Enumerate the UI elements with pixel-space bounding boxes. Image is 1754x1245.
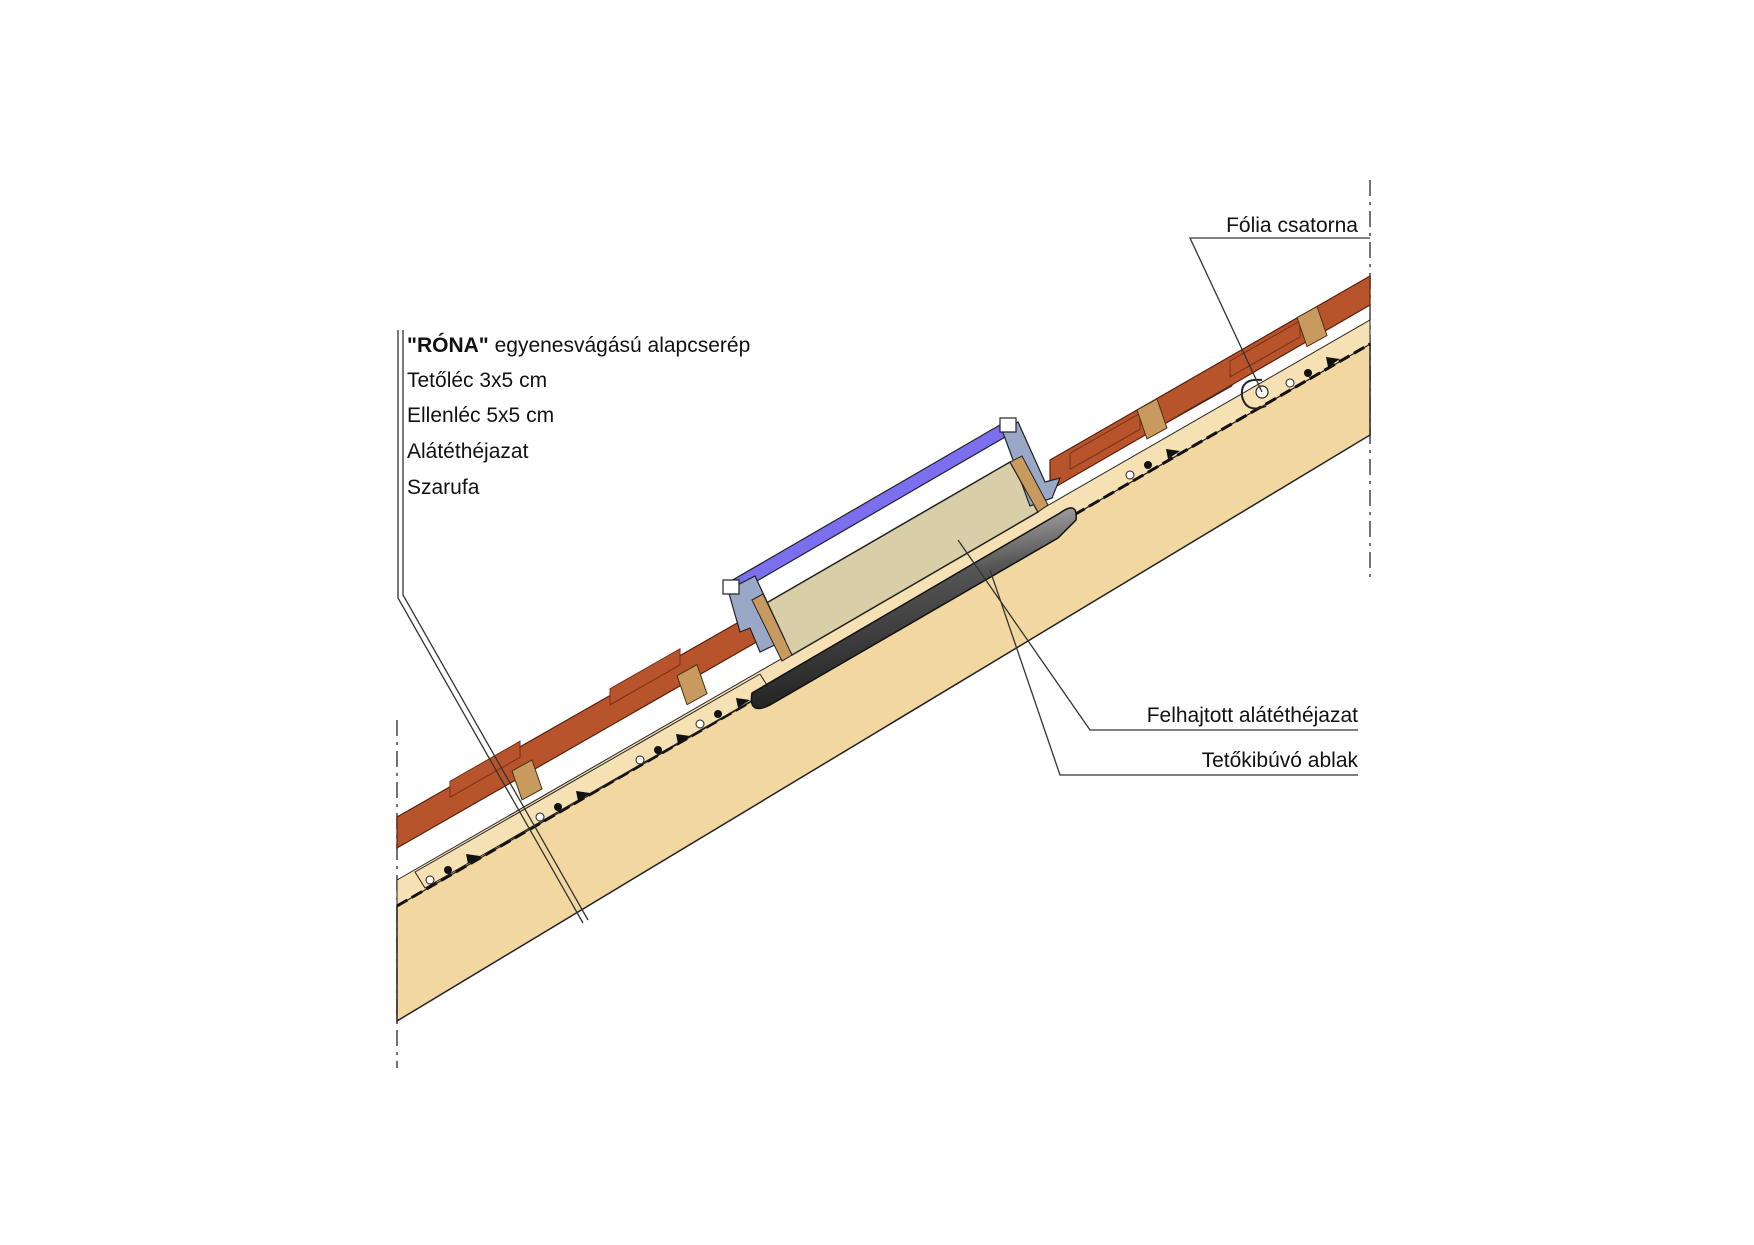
latch-icon — [722, 579, 740, 595]
vent-arrow-icon — [676, 734, 690, 744]
vent-open-circle — [1125, 470, 1135, 480]
callout-roof-window: Tetőkibúvó ablak — [1202, 749, 1359, 772]
batten — [1136, 398, 1168, 440]
callout-gutter: Fólia csatorna — [1226, 214, 1358, 237]
vent-arrow-icon — [576, 791, 590, 801]
hinge-icon — [999, 417, 1017, 433]
vent-open-circle — [695, 719, 705, 729]
tile-overlap — [1069, 412, 1141, 471]
leader-layers-inner — [397, 330, 584, 924]
vent-arrow-icon — [1166, 449, 1180, 459]
window-frame-right — [1001, 421, 1062, 507]
vent-open-circle — [1285, 378, 1295, 388]
battens — [511, 305, 1328, 801]
ventilation-symbols — [425, 357, 1340, 885]
vent-arrow-icon — [736, 698, 750, 708]
foil-gutter-icon — [1240, 378, 1267, 410]
layer-label-tile: "RÓNA" egyenesvágású alapcserép — [407, 333, 750, 357]
roof-window — [722, 417, 1077, 710]
vent-filled-circle — [1304, 369, 1312, 377]
tile-overlaps — [449, 320, 1301, 799]
vent-filled-circle — [444, 866, 452, 874]
callout-folded-underlay: Felhajtott alátéthéjazat — [1147, 704, 1358, 727]
folded-underlay-collar — [750, 507, 1077, 710]
tile-overlap — [449, 740, 521, 799]
vent-arrow-icon — [466, 854, 480, 864]
layer-label-underlay: Alátéthéjazat — [407, 440, 529, 463]
vent-open-circle — [635, 755, 645, 765]
rafter-body — [396, 342, 1371, 1023]
layer-label-counter-batten: Ellenléc 5x5 cm — [407, 404, 554, 427]
vent-arrow-icon — [1326, 357, 1340, 367]
leader-lines — [397, 237, 1370, 924]
batten — [676, 663, 708, 706]
vent-filled-circle — [714, 710, 722, 718]
vent-filled-circle — [1144, 461, 1152, 469]
layer-label-batten: Tetőléc 3x5 cm — [407, 369, 547, 392]
vent-open-circle — [425, 875, 435, 885]
tile-overlap — [1229, 320, 1301, 378]
window-insulation-left — [751, 593, 793, 662]
vent-open-circle — [535, 812, 545, 822]
window-insulation-right — [1009, 455, 1049, 513]
leader-gutter — [1188, 237, 1370, 393]
vent-filled-circle — [554, 803, 562, 811]
batten — [511, 759, 543, 801]
batten — [1296, 305, 1328, 348]
layer-label-rafter: Szarufa — [407, 476, 480, 499]
leader-roof-window — [989, 569, 1358, 776]
leader-layers — [402, 330, 589, 921]
tile-overlap — [609, 648, 681, 706]
vent-filled-circle — [654, 746, 662, 754]
